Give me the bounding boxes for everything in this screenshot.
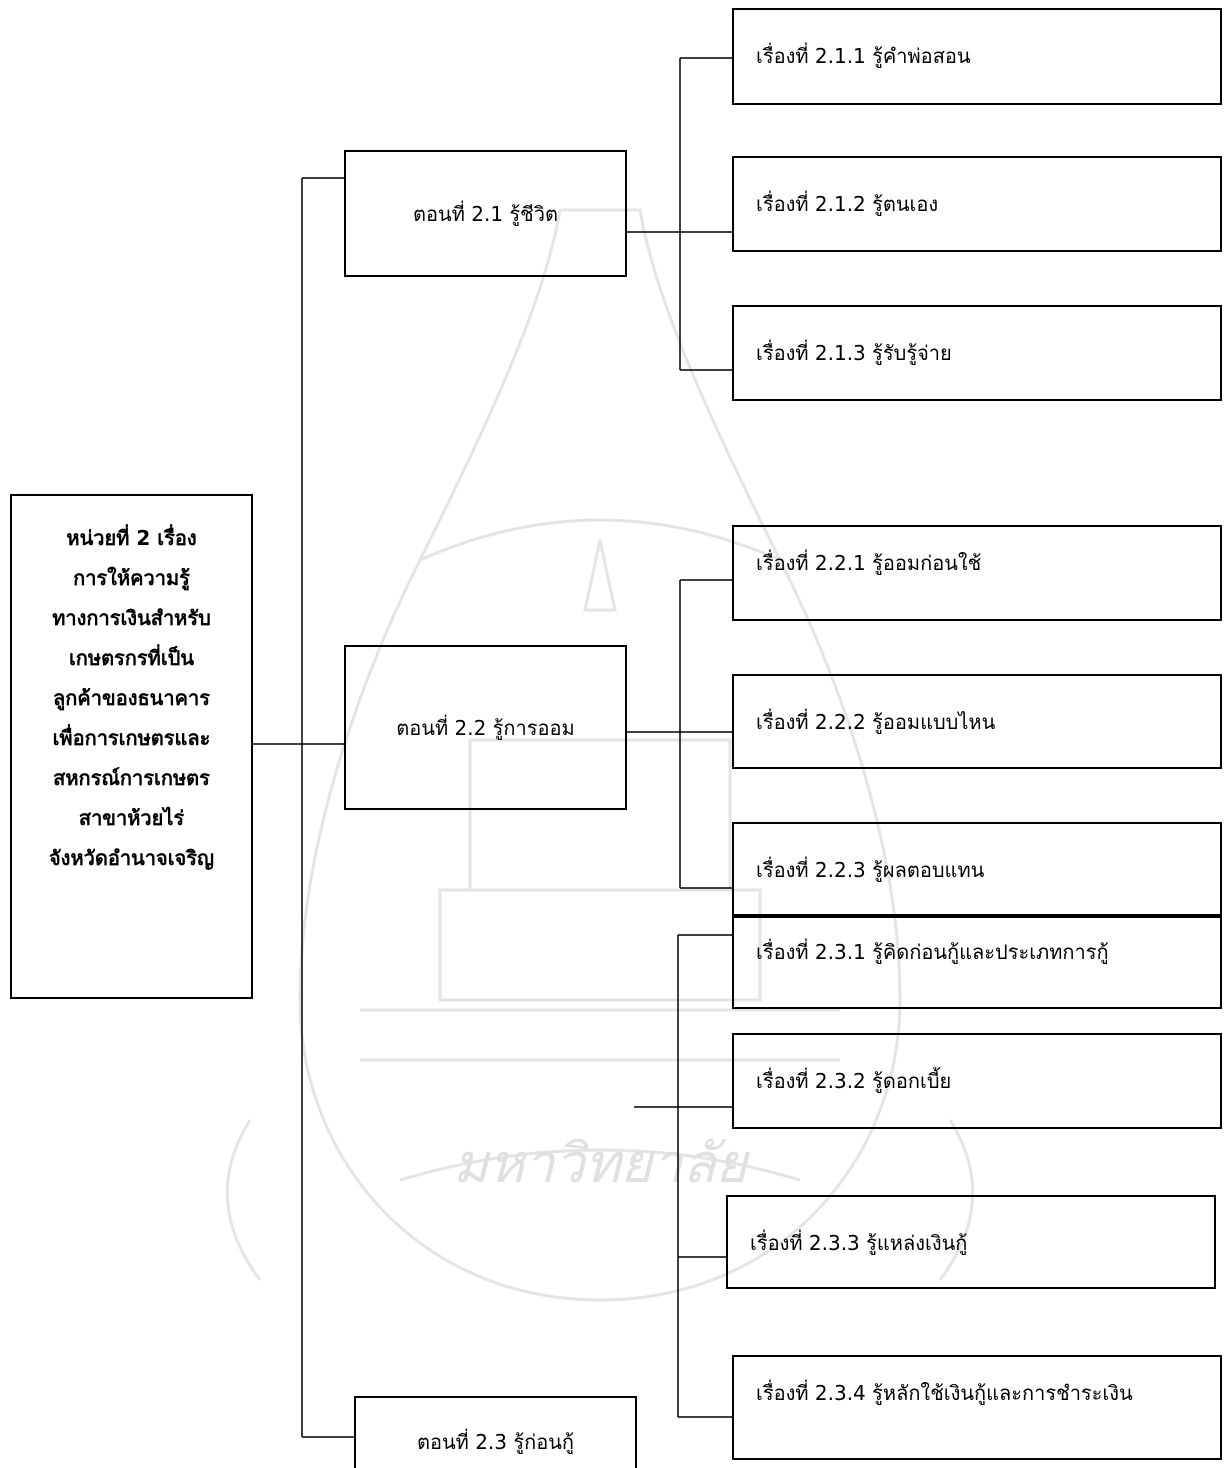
topic-box-2-2-1: เรื่องที่ 2.2.1 รู้ออมก่อนใช้	[732, 525, 1222, 621]
topic-box-2-2-2: เรื่องที่ 2.2.2 รู้ออมแบบไหน	[732, 674, 1222, 769]
unit-title-line: หน่วยที่ 2 เรื่อง	[66, 526, 197, 550]
section-box-2-3: ตอนที่ 2.3 รู้ก่อนกู้	[354, 1396, 637, 1468]
topic-box-2-3-3: เรื่องที่ 2.3.3 รู้แหล่งเงินกู้	[726, 1195, 1216, 1289]
section-box-2-1: ตอนที่ 2.1 รู้ชีวิต	[344, 150, 627, 277]
section-box-2-2: ตอนที่ 2.2 รู้การออม	[344, 645, 627, 810]
topic-box-2-3-4: เรื่องที่ 2.3.4 รู้หลักใช้เงินกู้และการช…	[732, 1355, 1222, 1460]
unit-title-line: การให้ความรู้	[73, 566, 190, 590]
unit-title-line: ลูกค้าของธนาคาร	[53, 686, 210, 710]
topic-box-2-3-2: เรื่องที่ 2.3.2 รู้ดอกเบี้ย	[732, 1033, 1222, 1129]
unit-title-line: สาขาห้วยไร่	[78, 806, 185, 830]
unit-title-box: หน่วยที่ 2 เรื่อง การให้ความรู้ ทางการเง…	[10, 494, 253, 999]
unit-title-line: ทางการเงินสำหรับ	[52, 606, 211, 630]
watermark-text: มหาวิทยาลัย	[453, 1132, 750, 1195]
topic-box-2-1-3: เรื่องที่ 2.1.3 รู้รับรู้จ่าย	[732, 305, 1222, 401]
unit-title-line: เกษตรกรที่เป็น	[68, 646, 195, 670]
topic-box-2-2-3: เรื่องที่ 2.2.3 รู้ผลตอบแทน	[732, 822, 1222, 918]
unit-title-line: เพื่อการเกษตรและ	[52, 726, 211, 750]
unit-title-line: จังหวัดอำนาจเจริญ	[48, 846, 215, 870]
topic-box-2-1-1: เรื่องที่ 2.1.1 รู้คำพ่อสอน	[732, 8, 1222, 105]
unit-title-line: สหกรณ์การเกษตร	[53, 766, 210, 790]
topic-box-2-1-2: เรื่องที่ 2.1.2 รู้ตนเอง	[732, 156, 1222, 252]
topic-box-2-3-1: เรื่องที่ 2.3.1 รู้คิดก่อนกู้และประเภทกา…	[732, 914, 1222, 1009]
